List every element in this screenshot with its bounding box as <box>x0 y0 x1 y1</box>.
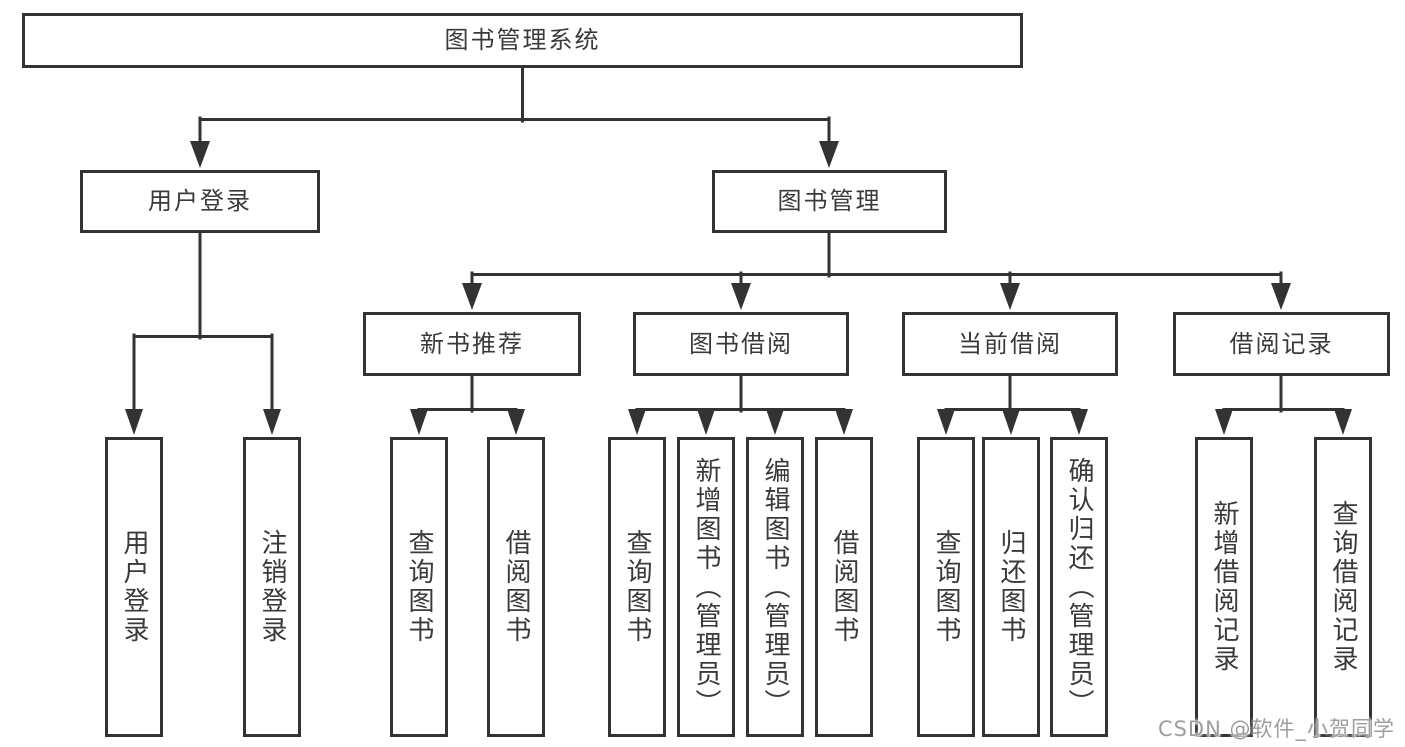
leaf-label: 查询图书 <box>931 529 961 645</box>
leaf-confirm-return-admin: 确认归还（管理员） <box>1050 437 1108 737</box>
node-borrow-records: 借阅记录 <box>1173 312 1390 376</box>
leaf-label: 查询图书 <box>404 529 434 645</box>
leaf-add-book-admin: 新增图书（管理员） <box>677 437 735 737</box>
leaf-label: 借阅图书 <box>829 529 859 645</box>
leaf-logout: 注销登录 <box>243 437 301 737</box>
node-new-book-recommend: 新书推荐 <box>363 312 581 376</box>
node-book-management: 图书管理 <box>712 170 947 233</box>
node-label: 新书推荐 <box>420 329 524 358</box>
leaf-borrow-books-recommend: 借阅图书 <box>487 437 545 737</box>
leaf-edit-book-admin: 编辑图书（管理员） <box>746 437 804 737</box>
leaf-return-book: 归还图书 <box>982 437 1040 737</box>
arrowheads <box>125 141 1352 435</box>
leaf-borrow-books: 借阅图书 <box>815 437 873 737</box>
leaf-add-borrow-record: 新增借阅记录 <box>1195 437 1253 737</box>
leaf-label: 确认归还（管理员） <box>1064 456 1094 718</box>
leaf-label: 新增借阅记录 <box>1209 500 1239 674</box>
node-label: 当前借阅 <box>958 329 1062 358</box>
node-label: 图书管理系统 <box>444 26 601 55</box>
node-label: 图书管理 <box>777 187 882 216</box>
node-label: 借阅记录 <box>1229 329 1334 358</box>
node-current-borrow: 当前借阅 <box>902 312 1118 376</box>
node-label: 图书借阅 <box>689 329 793 358</box>
node-book-borrow: 图书借阅 <box>633 312 849 376</box>
leaf-label: 用户登录 <box>119 529 149 645</box>
leaf-query-books-borrow: 查询图书 <box>608 437 666 737</box>
node-label: 用户登录 <box>148 187 252 216</box>
leaf-query-books-current: 查询图书 <box>917 437 975 737</box>
leaf-label: 借阅图书 <box>501 529 531 645</box>
leaf-label: 查询借阅记录 <box>1328 500 1358 674</box>
leaf-label: 编辑图书（管理员） <box>760 456 790 718</box>
leaf-query-books-recommend: 查询图书 <box>390 437 448 737</box>
leaf-query-borrow-record: 查询借阅记录 <box>1314 437 1372 737</box>
leaf-label: 新增图书（管理员） <box>691 456 721 718</box>
leaf-label: 归还图书 <box>996 529 1026 645</box>
leaf-label: 查询图书 <box>622 529 652 645</box>
node-root: 图书管理系统 <box>22 13 1023 68</box>
node-user-login: 用户登录 <box>80 170 320 233</box>
leaf-label: 注销登录 <box>257 529 287 645</box>
csdn-watermark: CSDN @软件_小贺同学 <box>1157 717 1395 741</box>
leaf-user-login: 用户登录 <box>105 437 163 737</box>
